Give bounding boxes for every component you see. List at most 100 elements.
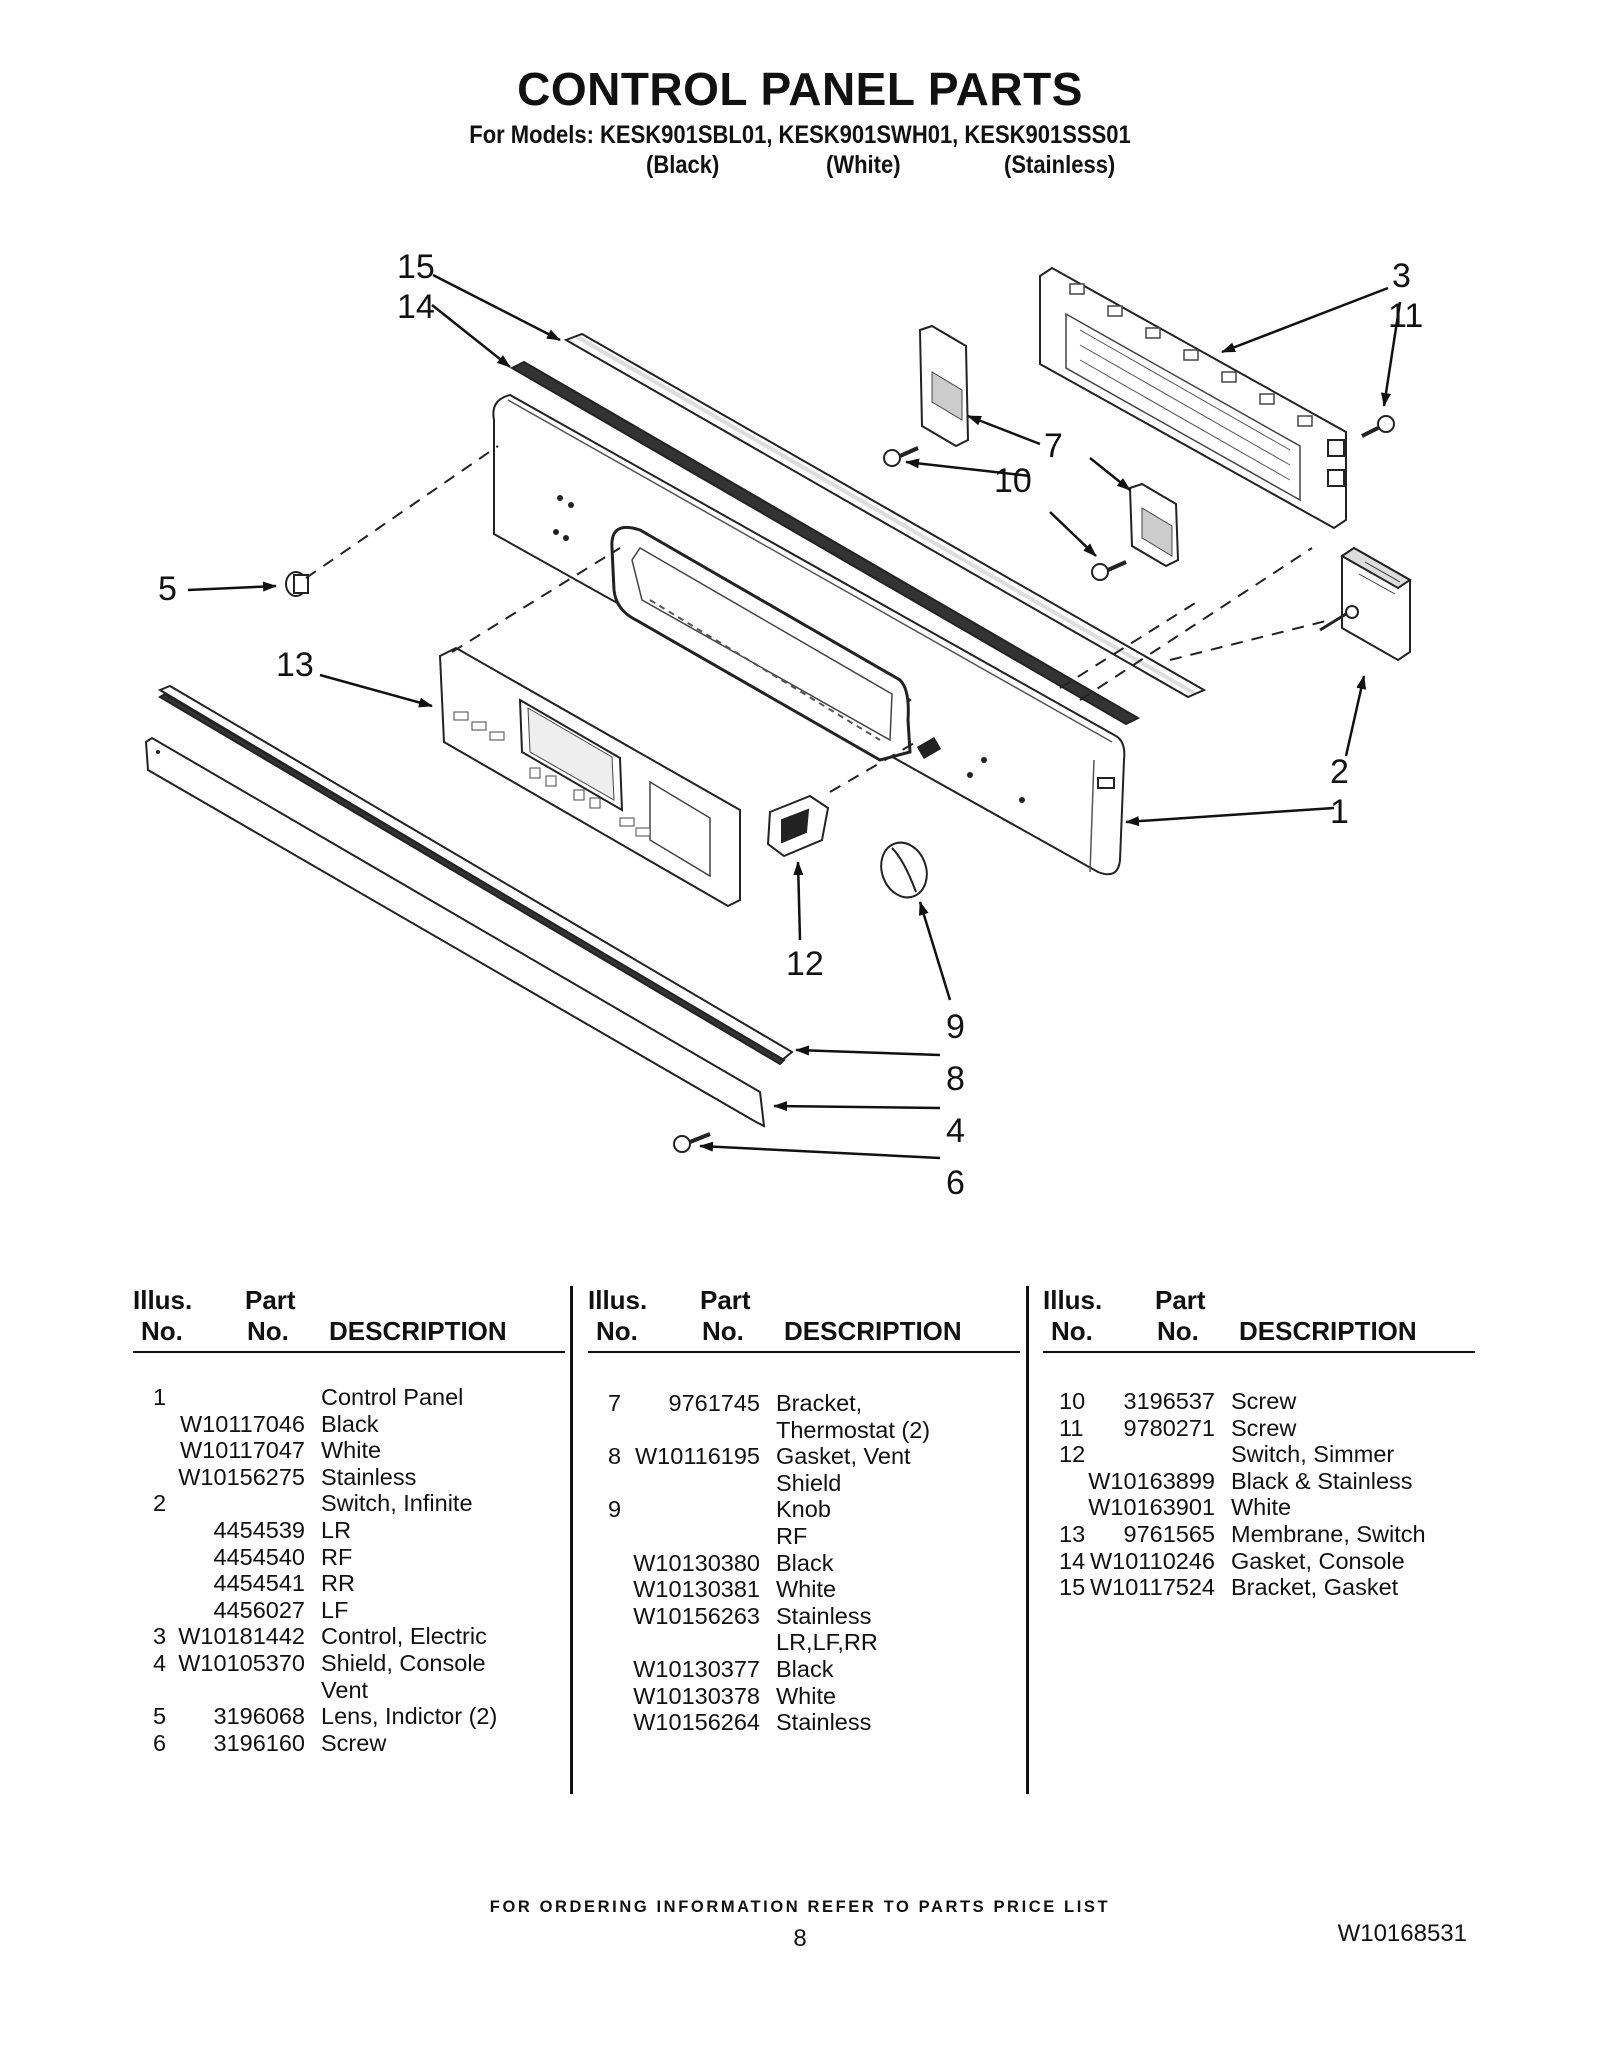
- callout-13: 13: [276, 646, 314, 684]
- exploded-parts-diagram: 15 14 3 11 7 10 5 13 2 1 12 9 8 4 6: [144, 248, 1423, 1200]
- column-divider: [1026, 1286, 1029, 1794]
- part-number: W10130377: [633, 1655, 760, 1682]
- header-illus: Illus.No.: [133, 1285, 193, 1346]
- part-13-membrane-switch: [438, 646, 741, 908]
- part-number: 4454540: [213, 1543, 306, 1570]
- part-9-knob: [880, 841, 928, 899]
- part-description: Thermostat (2): [776, 1416, 931, 1443]
- part-description: Stainless: [321, 1463, 417, 1490]
- part-description: Black & Stainless: [1231, 1467, 1413, 1494]
- header-description: DESCRIPTION: [329, 1316, 507, 1346]
- illus-number: 11: [1059, 1414, 1084, 1441]
- part-number: W10163901: [1088, 1494, 1215, 1521]
- part-7-bracket-thermostat: [918, 324, 1180, 568]
- part-8-gasket-vent-shield: [157, 684, 794, 1066]
- part-number: W10117524: [1090, 1574, 1215, 1601]
- part-description: White: [776, 1576, 837, 1603]
- part-description: Knob: [776, 1496, 831, 1523]
- header-illus: Illus.No.: [1043, 1285, 1103, 1346]
- callout-9: 9: [946, 1008, 965, 1046]
- part-4-shield-console-vent: [144, 736, 766, 1128]
- illus-number: 13: [1059, 1520, 1086, 1547]
- header-description: DESCRIPTION: [784, 1316, 962, 1346]
- part-description: Gasket, Vent: [776, 1443, 911, 1470]
- illus-number: 14: [1059, 1547, 1086, 1574]
- part-number: 9761565: [1123, 1520, 1216, 1547]
- callout-14: 14: [397, 288, 435, 326]
- part-description: Stainless: [776, 1709, 872, 1736]
- illus-number: 15: [1059, 1574, 1086, 1601]
- page-number: 8: [793, 1925, 807, 1952]
- part-description: RR: [321, 1570, 355, 1597]
- part-number: W10130378: [633, 1682, 760, 1709]
- callout-4: 4: [946, 1112, 965, 1150]
- part-number: 4456027: [213, 1596, 306, 1623]
- finish-black: (Black): [646, 151, 720, 179]
- illus-number: 12: [1059, 1441, 1086, 1468]
- illus-number: 4: [153, 1649, 167, 1676]
- part-description: White: [1231, 1494, 1292, 1521]
- part-description: Black: [776, 1549, 834, 1576]
- callout-7: 7: [1044, 427, 1063, 465]
- illus-number: 3: [153, 1623, 167, 1650]
- part-number: W10117047: [180, 1437, 305, 1464]
- part-description: White: [321, 1437, 382, 1464]
- callout-5: 5: [158, 570, 177, 608]
- illus-number: 10: [1059, 1388, 1086, 1414]
- part-number: 3196068: [213, 1703, 306, 1730]
- part-number: 3196537: [1123, 1388, 1216, 1414]
- part-5-lens-indicator: [285, 571, 309, 597]
- callout-12: 12: [786, 945, 824, 983]
- part-number: 3196160: [213, 1729, 306, 1756]
- part-description: Switch, Simmer: [1231, 1441, 1395, 1468]
- part-10-screw-b: [1091, 560, 1127, 581]
- part-description: Black: [776, 1655, 834, 1682]
- header-rule: [1043, 1351, 1475, 1353]
- fasteners: [285, 415, 1395, 1153]
- column-divider: [570, 1286, 573, 1794]
- illus-number: 9: [608, 1496, 622, 1523]
- part-3-electronic-control: [1039, 266, 1347, 530]
- leader-arrows: [187, 273, 1402, 1160]
- part-number: 4454541: [213, 1570, 306, 1597]
- part-12-switch-simmer: [766, 794, 830, 858]
- part-number: W10163899: [1088, 1467, 1215, 1494]
- models-line: For Models: KESK901SBL01, KESK901SWH01, …: [469, 121, 1131, 149]
- part-description: Bracket, Gasket: [1231, 1574, 1399, 1601]
- part-number: W10156275: [178, 1463, 305, 1490]
- part-number: 4454539: [213, 1516, 306, 1543]
- part-description: Screw: [1231, 1388, 1297, 1414]
- part-description: Membrane, Switch: [1231, 1520, 1426, 1547]
- document-id: W10168531: [1337, 1920, 1467, 1947]
- callout-2: 2: [1330, 753, 1349, 791]
- page-title: CONTROL PANEL PARTS: [517, 63, 1083, 115]
- header-description: DESCRIPTION: [1239, 1316, 1417, 1346]
- part-description: RF: [321, 1543, 353, 1570]
- illus-number: 5: [153, 1703, 167, 1730]
- part-number: 9761745: [668, 1390, 761, 1416]
- part-description: Screw: [1231, 1414, 1297, 1441]
- part-description: Vent: [321, 1676, 369, 1703]
- part-1-control-panel: [492, 393, 1126, 876]
- part-description: Shield, Console: [321, 1649, 486, 1676]
- part-number: W10130380: [633, 1549, 760, 1576]
- part-description: LR,LF,RR: [776, 1629, 878, 1656]
- callout-15: 15: [397, 248, 435, 286]
- part-description: Bracket,: [776, 1390, 863, 1416]
- alignment-lines: [305, 445, 1331, 793]
- callout-numbers: 15 14 3 11 7 10 5 13 2 1 12 9 8 4 6: [158, 248, 1423, 1200]
- header-rule: [133, 1351, 565, 1353]
- part-description: Gasket, Console: [1231, 1547, 1405, 1574]
- finish-white: (White): [826, 151, 901, 179]
- callout-6: 6: [946, 1164, 965, 1200]
- illus-number: 2: [153, 1490, 167, 1517]
- illus-number: 7: [608, 1390, 622, 1416]
- part-description: Control, Electric: [321, 1623, 487, 1650]
- illus-number: 1: [153, 1384, 167, 1410]
- part-6-screw: [673, 1132, 711, 1153]
- part-number: W10156264: [633, 1709, 760, 1736]
- callout-10: 10: [994, 462, 1032, 500]
- part-description: Screw: [321, 1729, 387, 1756]
